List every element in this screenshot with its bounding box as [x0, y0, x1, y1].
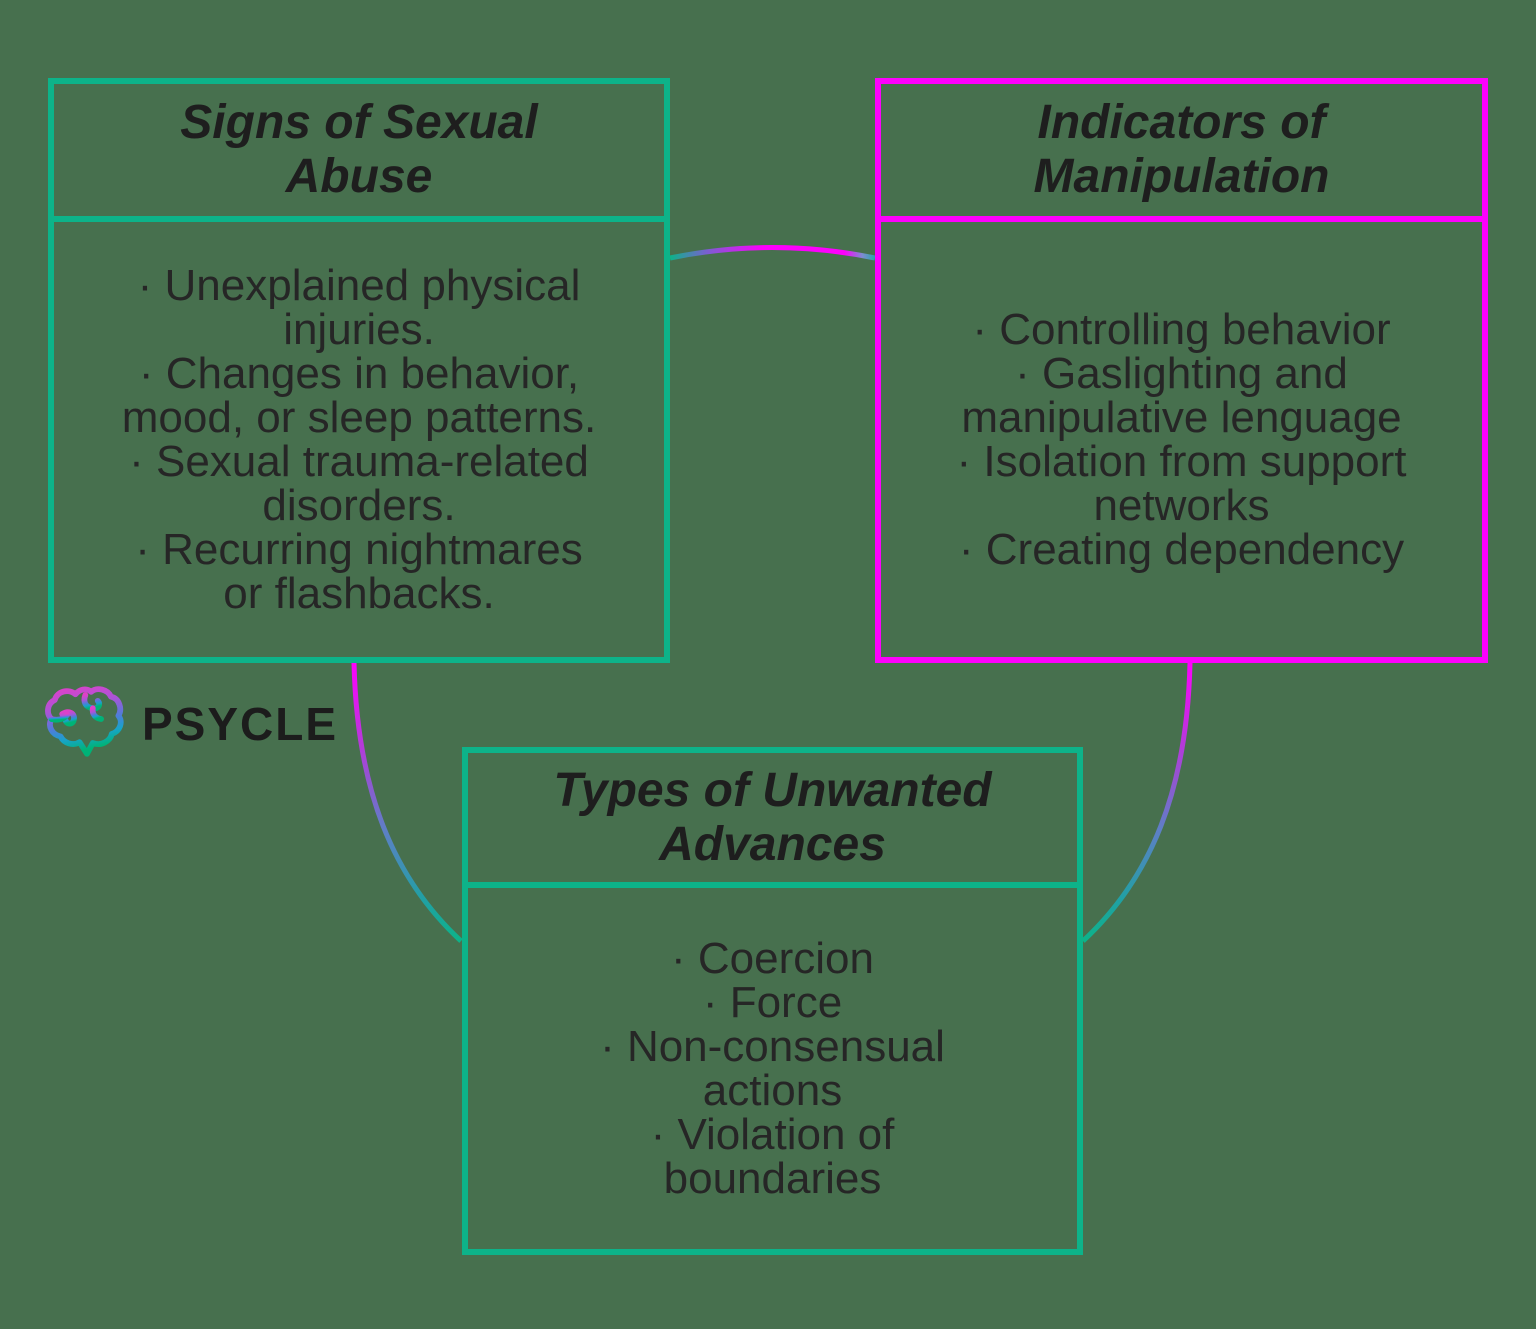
- list-item-line: · Creating dependency: [958, 524, 1405, 574]
- list-item-line: boundaries: [663, 1153, 882, 1203]
- list-item-line: · Violation of: [650, 1109, 895, 1159]
- brand-logo: PSYCLE: [44, 684, 338, 764]
- list-item: · Unexplained physical injuries.: [54, 260, 664, 354]
- list-item-line: · Force: [702, 977, 843, 1027]
- box-types-title-bar: Types of Unwanted Advances: [468, 753, 1077, 888]
- list-item: · Creating dependency: [881, 524, 1482, 574]
- box-indicators-title-bar: Indicators of Manipulation: [881, 84, 1482, 222]
- list-item: · Gaslighting and manipulative lenguage: [881, 348, 1482, 442]
- list-item: · Coercion: [468, 933, 1077, 983]
- box-signs-title-bar: Signs of Sexual Abuse: [54, 84, 664, 222]
- list-item-line: or flashbacks.: [223, 568, 495, 618]
- box-signs-list: · Unexplained physical injuries. · Chang…: [54, 222, 664, 657]
- box-signs-title: Signs of Sexual Abuse: [180, 96, 538, 203]
- list-item: · Sexual trauma-related disorders.: [54, 436, 664, 530]
- list-item-line: · Recurring nightmares: [135, 524, 583, 574]
- list-item: · Violation of boundaries: [468, 1109, 1077, 1203]
- box-types-of-unwanted-advances: Types of Unwanted Advances · Coercion · …: [462, 747, 1083, 1255]
- box-types-title: Types of Unwanted Advances: [553, 763, 992, 871]
- list-item-line: · Gaslighting and: [1015, 348, 1348, 398]
- brain-icon: [45, 686, 124, 757]
- list-item-line: networks: [1093, 480, 1270, 530]
- brand-name: PSYCLE: [142, 698, 339, 750]
- list-item-line: manipulative lenguage: [961, 392, 1402, 442]
- list-item: · Isolation from support networks: [881, 436, 1482, 530]
- box-indicators-list: · Controlling behavior · Gaslighting and…: [881, 222, 1482, 657]
- list-item-line: · Changes in behavior,: [138, 348, 580, 398]
- list-item-line: · Sexual trauma-related: [129, 436, 589, 486]
- box-indicators-of-manipulation: Indicators of Manipulation · Controlling…: [875, 78, 1488, 663]
- list-item-line: · Coercion: [671, 933, 874, 983]
- connector-right-curve: [1081, 662, 1193, 943]
- list-item-line: · Controlling behavior: [972, 304, 1391, 354]
- box-signs-of-sexual-abuse: Signs of Sexual Abuse · Unexplained phys…: [48, 78, 670, 663]
- list-item: · Controlling behavior: [881, 304, 1482, 354]
- list-item: · Recurring nightmares or flashbacks.: [54, 524, 664, 618]
- list-item: · Changes in behavior, mood, or sleep pa…: [54, 348, 664, 442]
- list-item-line: · Unexplained physical: [137, 260, 581, 310]
- list-item-line: actions: [702, 1065, 843, 1115]
- list-item-line: · Non-consensual: [600, 1021, 945, 1071]
- list-item: · Force: [468, 977, 1077, 1027]
- box-types-list: · Coercion · Force · Non-consensual acti…: [468, 888, 1077, 1249]
- list-item-line: disorders.: [262, 480, 456, 530]
- connector-top-arc: [669, 245, 876, 261]
- list-item-line: mood, or sleep patterns.: [121, 392, 597, 442]
- box-indicators-title: Indicators of Manipulation: [1033, 96, 1330, 203]
- list-item-line: · Isolation from support: [956, 436, 1407, 486]
- list-item: · Non-consensual actions: [468, 1021, 1077, 1115]
- connector-left-curve: [351, 662, 463, 943]
- list-item-line: injuries.: [283, 304, 435, 354]
